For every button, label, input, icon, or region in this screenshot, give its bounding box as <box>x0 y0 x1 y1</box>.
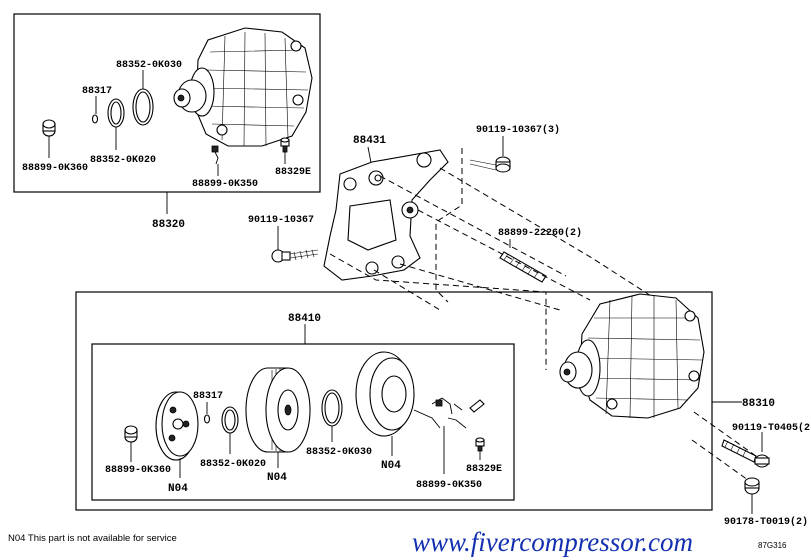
label-top-88317: 88317 <box>82 86 112 97</box>
bracket-88431 <box>323 149 449 281</box>
label-88410: 88410 <box>288 313 321 325</box>
label-top-88899-0k350: 88899-0K350 <box>192 179 258 190</box>
clutch-88410-box <box>91 343 515 501</box>
label-bot-n04-plate: N04 <box>168 483 188 495</box>
label-90178-t0019-2: 90178-T0019(2) <box>724 516 808 528</box>
label-top-88899-0k360: 88899-0K360 <box>22 163 88 174</box>
pulley <box>245 367 311 453</box>
part-top-88317 <box>91 114 99 124</box>
nut-90178-t0019 <box>744 477 760 495</box>
label-bot-88352-0k020: 88352-0K020 <box>200 459 266 470</box>
bolt-90119-10367-3 <box>469 156 511 173</box>
label-88899-22260-2: 88899-22260(2) <box>498 227 582 239</box>
label-bot-88899-0k350: 88899-0K350 <box>416 480 482 491</box>
label-88320: 88320 <box>152 219 185 231</box>
label-top-88352-0k020: 88352-0K020 <box>90 155 156 166</box>
bolt-90119-10367 <box>271 249 319 263</box>
snap-ring-top-large-inner <box>135 91 151 123</box>
label-top-88329e: 88329E <box>275 167 311 178</box>
pressure-plate <box>155 391 199 461</box>
reference-code: 87G316 <box>758 541 787 550</box>
assembly-dash-lines <box>329 148 757 481</box>
nut-bot-88899-0k360 <box>124 425 138 443</box>
field-coil <box>355 351 441 437</box>
label-90119-10367: 90119-10367 <box>248 215 314 226</box>
label-bot-88899-0k360: 88899-0K360 <box>105 465 171 476</box>
label-bot-88317: 88317 <box>193 391 223 402</box>
label-bot-n04-pulley: N04 <box>267 472 287 484</box>
label-bot-88329e: 88329E <box>466 464 502 475</box>
label-90119-t0405-2: 90119-T0405(2) <box>732 422 811 434</box>
compressor-top <box>173 27 313 147</box>
footnote: N04 This part is not available for servi… <box>8 533 177 544</box>
nut-top-88899-0k360 <box>42 119 56 137</box>
wire-top-88899-0k350 <box>213 149 219 165</box>
bolt-bot-88329e <box>475 437 485 452</box>
label-bot-n04-coil: N04 <box>381 460 401 472</box>
label-bot-88352-0k030: 88352-0K030 <box>306 447 372 458</box>
bolt-90119-t0405 <box>721 439 770 468</box>
part-bot-88317 <box>203 414 211 424</box>
label-top-88352-0k030: 88352-0K030 <box>116 60 182 71</box>
label-88310: 88310 <box>742 398 775 410</box>
assy-88310-box <box>75 291 713 511</box>
label-88431: 88431 <box>353 135 386 147</box>
watermark: www.fivercompressor.com <box>412 527 693 557</box>
compressor-bottom <box>559 293 705 419</box>
stud-88899-22260 <box>499 251 547 283</box>
label-90119-10367-3: 90119-10367(3) <box>476 124 560 136</box>
wire-bot-88899-0k350 <box>431 397 485 429</box>
bolt-top-88329e <box>280 137 290 153</box>
